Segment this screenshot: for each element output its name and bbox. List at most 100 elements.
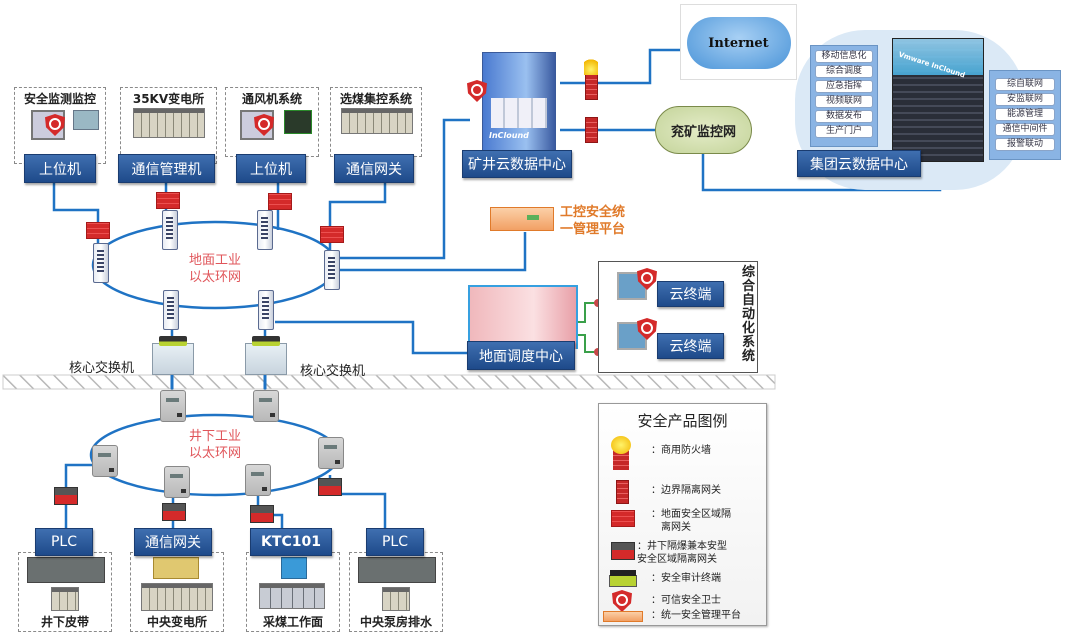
surface-zone-gateway-icon (156, 192, 180, 209)
boundary-gateway-icon (585, 117, 598, 143)
surface-zone-gateway-icon (611, 510, 635, 527)
system-box-coal-face: 采煤工作面 (246, 552, 340, 632)
explosion-proof-switch (160, 390, 186, 422)
trusted-guard-shield-icon (637, 268, 657, 290)
system-box-central-substation: 中央变电所 (130, 552, 224, 632)
ring-label-line: 以太环网 (188, 446, 241, 461)
underground-ring-label: 井下工业 以太环网 (180, 428, 250, 462)
flame (584, 57, 598, 75)
wire-top4 (328, 180, 387, 255)
internet-label: Internet (708, 36, 769, 51)
label-host-computer-2: 上位机 (236, 154, 306, 183)
label-mine-cloud-center: 矿井云数据中心 (462, 150, 572, 178)
surface-zone-gateway-icon (86, 222, 110, 239)
app-chip: 视频联网 (815, 95, 873, 108)
app-chip: 报警联动 (995, 138, 1055, 151)
legend-title: 安全产品图例 (637, 412, 728, 430)
gateway-device-icon (153, 557, 199, 579)
group-cloud-server-rack-icon: Vmware InClound (892, 38, 984, 162)
core-switch-1 (152, 336, 194, 375)
commercial-firewall-icon (611, 436, 631, 470)
system-box-ventilation: 通风机系统 (225, 87, 319, 157)
mine-cloud-building-icon: InClound (482, 52, 556, 154)
label-plc-1: PLC (35, 528, 93, 556)
wire-terminal1 (575, 302, 598, 323)
label-comm-gateway: 通信网关 (334, 154, 414, 183)
wire-mine-cloud (340, 118, 470, 260)
legend-item-label: ：安全审计终端 (651, 573, 721, 584)
legend-item-label: ：边界隔离网关 (651, 485, 721, 496)
app-chip: 应急指挥 (815, 80, 873, 93)
unified-mgmt-platform-icon (603, 611, 643, 622)
server-top (893, 39, 983, 75)
server-cubes (491, 98, 547, 128)
commercial-firewall-icon (584, 57, 598, 100)
core-switch-label-1: 核心交换机 (69, 361, 135, 376)
plc-cabinet-icon (358, 557, 436, 583)
automation-system-title: 综合自动化系统 (742, 265, 756, 364)
system-title: 通风机系统 (241, 92, 302, 106)
ring-switch (257, 210, 273, 250)
label-comm-gateway-underground: 通信网关 (134, 528, 212, 556)
legend-item-label: ：商用防火墙 (651, 445, 711, 456)
plc-rack-icon (141, 583, 213, 611)
internet-cloud-icon (687, 17, 791, 69)
io-module-icon (382, 587, 410, 611)
controller-icon (73, 110, 99, 130)
ktc-unit-icon (281, 557, 307, 579)
computer-icon (617, 322, 647, 350)
wire-internet (560, 48, 685, 85)
mgmt-label-line: 一管理平台 (560, 222, 626, 237)
plc-rack-icon (133, 108, 205, 138)
unified-mgmt-platform-icon (490, 207, 554, 231)
wire-top1 (52, 180, 100, 250)
io-modules-icon (259, 583, 325, 609)
legend-item-label: ：井下隔爆兼本安型 安全区域隔离网关 (637, 541, 727, 565)
legend-item-label: ：地面安全区域隔 离网关 (651, 509, 731, 533)
plc-cabinet-icon (27, 557, 105, 583)
mgmt-platform-label: 工控安全统 一管理平台 (560, 204, 625, 238)
flame (611, 436, 631, 454)
explosion-proof-switch (253, 390, 279, 422)
app-chip: 生产门户 (815, 125, 873, 138)
mgmt-label-line: 工控安全统 (560, 205, 626, 220)
legend-item-label: ：统一安全管理平台 (651, 610, 741, 621)
ring-label-line: 井下工业 (188, 429, 241, 444)
system-title: 选煤集控系统 (339, 92, 412, 106)
system-title: 采煤工作面 (262, 615, 323, 629)
explosion-proof-switch (318, 437, 344, 469)
boundary-gateway-icon (616, 480, 629, 504)
wire-terminal2 (575, 334, 598, 353)
monitor-net-cloud-icon: 兖矿监控网 (655, 106, 752, 154)
io-module-icon (51, 587, 79, 611)
label-group-cloud-center: 集团云数据中心 (797, 150, 921, 177)
underground-zone-gateway-icon (250, 505, 274, 523)
ring-label-line: 地面工业 (188, 253, 241, 268)
label-plc-2: PLC (366, 528, 424, 556)
system-title: 中央变电所 (146, 615, 207, 629)
system-box-pump-drainage: 中央泵房排水 (349, 552, 443, 632)
ring-switch (258, 290, 274, 330)
system-box-coal-prep: 选煤集控系统 (330, 87, 422, 157)
display (527, 215, 539, 220)
trusted-guard-shield-icon (612, 590, 632, 612)
app-chip: 安监联网 (995, 93, 1055, 106)
system-title: 35KV变电所 (132, 92, 205, 106)
trusted-guard-shield-icon (254, 114, 274, 136)
ring-switch (93, 243, 109, 283)
trusted-guard-shield-icon (45, 114, 65, 136)
internet-frame: Internet (680, 4, 797, 80)
legend-item-label: ：可信安全卫士 (651, 595, 721, 606)
trusted-guard-shield-icon (637, 318, 657, 340)
surface-ring-label: 地面工业 以太环网 (180, 252, 250, 286)
system-box-35kv: 35KV变电所 (120, 87, 217, 164)
underground-zone-gateway-icon (162, 503, 186, 521)
plc-rack-icon (341, 108, 413, 134)
app-chip: 能源管理 (995, 108, 1055, 121)
system-title: 中央泵房排水 (359, 615, 432, 629)
surface-zone-gateway-icon (268, 193, 292, 210)
label-ktc101: KTC101 (250, 528, 332, 556)
monitor-net-label: 兖矿监控网 (670, 125, 736, 140)
app-chip: 移动信息化 (815, 50, 873, 63)
ring-switch (162, 210, 178, 250)
